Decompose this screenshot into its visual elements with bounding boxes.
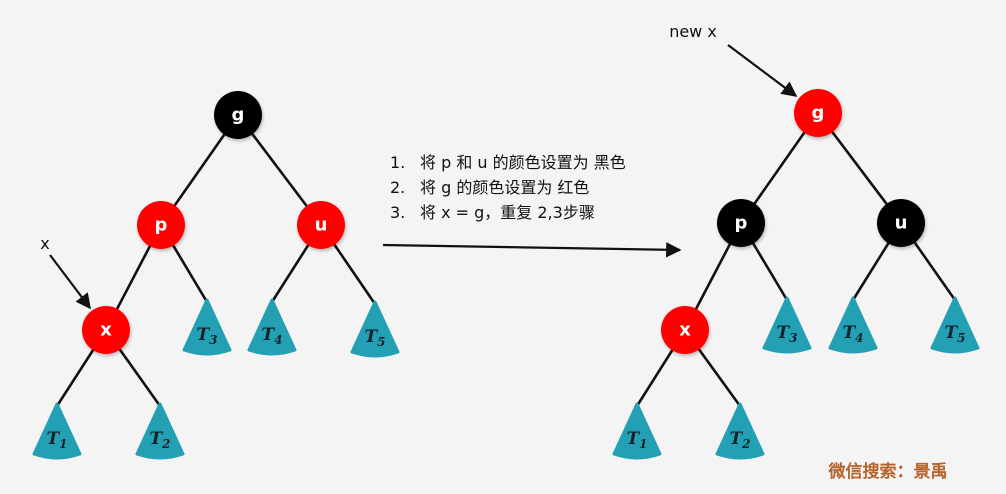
subtree-triangle [135,402,185,460]
pointer-arrow [727,44,798,97]
subtree-label: T2 [729,429,750,451]
step-text: 将 p 和 u 的颜色设置为 黑色 [420,153,626,172]
subtree-triangle [247,298,297,356]
subtree-t3: T3 [182,298,232,356]
subtree-label: T4 [842,323,863,345]
step-text: 将 x = g，重复 2,3步骤 [420,203,595,222]
node-u: u [877,199,925,247]
step-item: 1. 将 p 和 u 的颜色设置为 黑色 [390,153,626,172]
node-circle [794,89,842,137]
left-tree: T1 T2 T3 T4 T5 g p u [32,91,400,460]
node-g: g [794,89,842,137]
node-label: p [735,213,748,234]
node-label: u [895,213,908,234]
node-circle [877,199,925,247]
subtree-triangle [350,300,400,358]
subtree-label: T3 [196,325,217,347]
node-circle [82,306,130,354]
left-tree-edges [55,113,377,408]
node-label: p [155,215,168,236]
watermark-text: 微信搜索：景禹 [828,461,948,482]
subtree-triangle [930,296,980,354]
right-tree-edges [635,111,957,408]
node-p: p [137,201,185,249]
node-x: x [82,306,130,354]
subtree-t4: T4 [247,298,297,356]
subtree-label: T1 [46,429,67,451]
node-p: p [717,199,765,247]
subtree-t3: T3 [762,296,812,354]
subtree-t2: T2 [135,402,185,460]
step-number: 1. [390,153,405,172]
subtree-t1: T1 [32,402,82,460]
subtree-t5: T5 [350,300,400,358]
node-label: x [100,320,112,341]
node-circle [297,201,345,249]
node-g: g [214,91,262,139]
node-circle [214,91,262,139]
subtree-label: T5 [944,323,965,345]
subtree-label: T4 [261,325,282,347]
subtree-t1: T1 [612,402,662,460]
step-item: 3. 将 x = g，重复 2,3步骤 [390,203,595,222]
subtree-triangle [762,296,812,354]
subtree-triangle [715,402,765,460]
subtree-label: T3 [776,323,797,345]
node-label: g [232,105,245,126]
node-circle [137,201,185,249]
node-label: u [315,215,328,236]
pointer-label: x [40,234,49,253]
subtree-label: T5 [364,327,385,349]
step-number: 3. [390,203,405,222]
node-x: x [661,306,709,354]
step-number: 2. [390,178,405,197]
right-tree: T1 T2 T3 T4 T5 g p u [612,22,980,460]
subtree-label: T2 [149,429,170,451]
node-circle [661,306,709,354]
subtree-triangle [32,402,82,460]
steps-list: 1. 将 p 和 u 的颜色设置为 黑色 2. 将 g 的颜色设置为 红色 3.… [390,153,626,222]
pointer-new-x: new x [669,22,798,97]
node-label: g [812,103,825,124]
subtree-label: T1 [626,429,647,451]
step-item: 2. 将 g 的颜色设置为 红色 [390,178,589,197]
node-u: u [297,201,345,249]
pointer-arrow [49,254,91,310]
pointer-label: new x [669,22,717,41]
step-text: 将 g 的颜色设置为 红色 [420,178,589,197]
subtree-triangle [182,298,232,356]
subtree-t5: T5 [930,296,980,354]
subtree-t2: T2 [715,402,765,460]
subtree-t4: T4 [828,296,878,354]
node-label: x [679,320,691,341]
pointer-x: x [40,234,91,310]
subtree-triangle [612,402,662,460]
subtree-triangle [828,296,878,354]
transition-arrow [382,242,682,258]
node-circle [717,199,765,247]
